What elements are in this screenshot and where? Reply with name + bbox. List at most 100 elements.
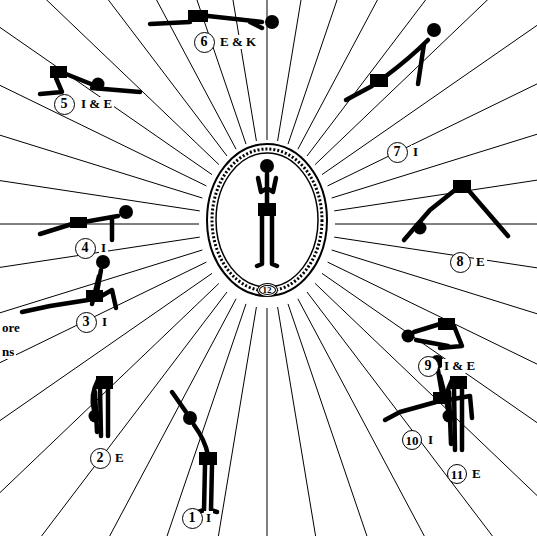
sun-ray [332,250,537,357]
shorts [199,452,217,465]
sun-ray [0,29,206,186]
sun-ray [134,0,246,144]
breath-label: I & E [442,359,477,373]
sun-ray [267,308,268,536]
pose-11 [443,376,468,450]
sun-ray [0,157,200,211]
legs [40,224,72,234]
breath-label: I [204,511,213,525]
breath-label: E & K [218,35,258,49]
sun-ray [307,292,520,536]
shorts [438,318,455,330]
sun-ray [315,283,537,528]
breath-label: E [470,467,483,481]
shorts [258,203,276,216]
head [92,78,105,91]
breath-label: E [474,255,487,269]
legs [454,388,462,450]
step-number-circle: 10 [402,430,422,450]
head [265,15,279,29]
sun-ray [134,304,246,536]
body [84,216,118,240]
sun-ray [0,0,219,165]
pose-1 [172,392,217,512]
step-number: 7 [394,145,401,159]
sun-ray [0,273,212,476]
legs [257,216,277,266]
pose-8 [404,180,508,240]
pose-2 [89,376,114,436]
breath-label: I [426,433,435,447]
sun-ray [0,283,219,528]
sun-ray [298,0,462,149]
head [119,205,133,219]
sun-ray [14,292,227,536]
legs [40,78,62,94]
pose-12 [257,159,277,266]
step-number-circle: 11 [447,464,467,484]
pose-7 [346,23,441,100]
sun-ray [0,0,212,175]
legs [22,290,116,312]
step-number: 11 [451,468,463,481]
body [93,380,98,432]
pose-3 [22,255,116,312]
center-step-badge: 12 [257,283,278,297]
legs [100,388,108,436]
body [66,74,140,92]
legs [346,86,372,100]
step-number-circle: 1 [182,508,203,529]
pose-6 [150,10,279,29]
sun-ray [72,299,236,536]
cut-off-text: ns [0,345,16,359]
legs [198,465,217,512]
sun-ray [315,0,537,165]
head [89,410,102,423]
head [260,159,274,173]
sun-ray [14,0,227,156]
body [172,392,208,455]
sun-ray [322,273,537,476]
step-number-circle: 7 [387,142,408,163]
sun-ray [328,29,537,186]
legs [470,192,508,236]
step-number: 9 [425,359,432,373]
breath-label: E [113,451,126,465]
step-number: 8 [457,255,464,269]
center-ring [207,144,327,296]
step-number-circle: 3 [76,312,97,333]
sun-ray [72,0,236,149]
body [386,40,428,84]
head [96,255,110,269]
body [258,174,276,205]
step-number: 1 [189,511,196,525]
cut-off-text: ore [0,321,22,335]
pose-5 [40,66,140,94]
sun-ray [335,224,537,225]
outer-ring [207,144,327,296]
breath-label: I [411,145,420,159]
sun-ray [0,91,202,198]
step-number: 6 [201,35,208,49]
sun-ray [0,224,199,225]
step-number-circle: 2 [90,448,111,469]
step-number-circle: 6 [194,32,215,53]
pose-figures [22,10,508,512]
sun-ray [332,91,537,198]
head [414,222,427,235]
sun-ray [307,0,520,156]
breath-label: I & E [79,97,114,111]
legs [385,396,472,420]
sun-ray [0,250,202,357]
legs [440,326,462,348]
step-number-circle: 5 [54,94,75,115]
sun-ray [334,237,537,291]
pose-9 [402,318,463,348]
step-number: 2 [97,451,104,465]
step-number: 10 [406,434,419,447]
step-number: 12 [263,286,272,295]
sun-ray [278,307,335,536]
step-number-circle: 4 [75,238,96,259]
